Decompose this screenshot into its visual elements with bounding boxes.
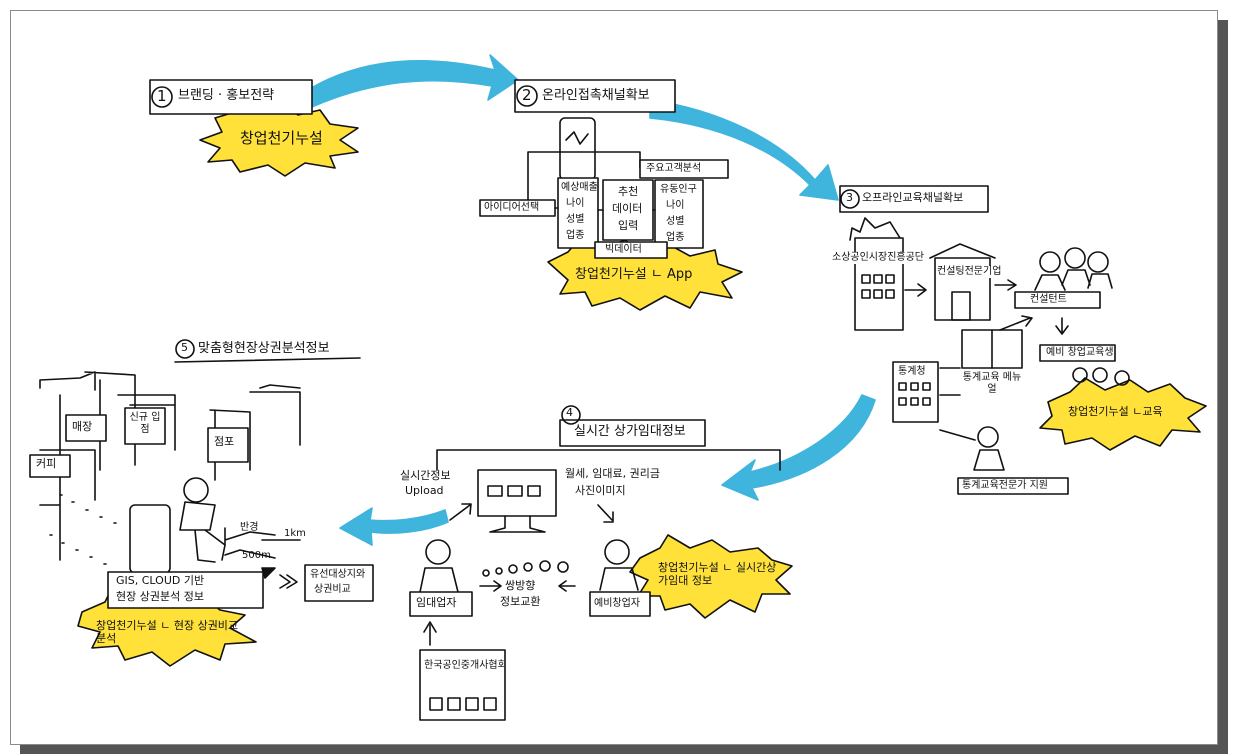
step5-compare-line2: 상권비교 [314, 584, 351, 595]
step2-phone [559, 117, 596, 181]
step2-right-item-4: 업종 [666, 232, 685, 243]
step5-compare-line1: 유선대상지와 [310, 569, 366, 580]
step4-landlord: 임대업자 [416, 596, 457, 609]
step1-burst-label: 창업천기누설 [240, 129, 323, 147]
step4-burst-label: 창업천기누설 ㄴ 실시간상가임대 정보 [658, 561, 777, 587]
step3-course-box [1039, 344, 1116, 362]
step4-number-circle [561, 405, 581, 425]
step5-dist-500m: 500m [242, 550, 271, 561]
step5-shop-2: 신규 입점 [129, 412, 161, 435]
step4-title-box [559, 419, 706, 447]
step2-left-item-4: 업종 [566, 230, 585, 241]
step3-school [892, 361, 939, 423]
step3-org2: 컨설팅전문기업 [937, 266, 1002, 278]
step2-left-list [557, 177, 599, 249]
step4-monitor [477, 469, 557, 517]
step1-number-circle [151, 86, 173, 108]
step5-shop-3: 점포 [214, 435, 235, 448]
step5-radius: 반경 [240, 522, 259, 533]
step5-shop-1: 매장 [72, 420, 93, 433]
step5-burst-label: 창업천기누설 ㄴ 현장 상권비교분석 [96, 619, 239, 645]
step2-bigdata: 빅데이터 [605, 244, 642, 255]
step1-title-box [149, 79, 313, 115]
flow-arrow-2-3 [649, 99, 839, 201]
step4-exchange-line2: 정보교환 [500, 595, 541, 608]
step3-number-circle [840, 189, 860, 209]
step2-left-item-2: 나이 [566, 198, 585, 209]
step4-info-line1: 월세, 임대료, 권리금 [565, 467, 660, 480]
step5-gis-line1: GIS, CLOUD 기반 [116, 574, 205, 587]
step2-title: 온라인접촉채널확보 [542, 88, 650, 103]
step2-bigdata-box [594, 241, 668, 259]
flow-arrow-1-2 [299, 54, 519, 111]
step5-shop-4: 커피 [36, 457, 57, 470]
step3-school: 통계청 [898, 366, 926, 377]
step3-consultant-box [1014, 291, 1101, 309]
step3-expert: 통계교육전문가 지원 [962, 480, 1048, 491]
step2-right-item-1: 유동인구 [660, 184, 697, 195]
step4-association: 한국공인중개사협회 [424, 660, 507, 671]
step3-title-box [839, 185, 989, 213]
step3-consultant: 컨설턴트 [1030, 294, 1067, 305]
step2-right-list [654, 179, 704, 249]
step5-number: 5 [181, 341, 188, 354]
step2-input-box [602, 179, 654, 241]
step2-input-2: 데이터 [612, 202, 643, 215]
step2-left-item-1: 예상매출 [561, 182, 598, 193]
step2-number: 2 [522, 86, 532, 104]
step3-course: 예비 창업교육생 [1046, 347, 1114, 358]
step3-org1: 소상공인시장진흥공단 [832, 252, 924, 264]
step4-upload-line2: Upload [405, 484, 444, 497]
step2-right-item-3: 성별 [666, 216, 685, 227]
step2-right-item-2: 나이 [666, 200, 685, 211]
step4-landlord-box [409, 591, 473, 617]
step4-association [419, 649, 506, 721]
step5-gis-box [107, 571, 264, 609]
burst-step3 [1039, 377, 1207, 451]
step2-number-circle [516, 85, 538, 107]
step5-title: 맞춤형현장상권분석정보 [198, 341, 330, 356]
step4-upload-line1: 실시간정보 [400, 469, 451, 482]
step2-input-3: 입력 [618, 219, 639, 232]
step3-number: 3 [846, 191, 853, 204]
step5-number-circle [175, 339, 195, 359]
step5-dist-1km: 1km [284, 528, 306, 539]
step3-title: 오프라인교육채널확보 [862, 191, 964, 204]
step1-number: 1 [157, 87, 167, 105]
step3-expert-box [957, 477, 1069, 495]
step4-title: 실시간 상가임대정보 [574, 424, 686, 439]
step2-right-header: 주요고객분석 [646, 163, 702, 174]
step4-info-line2: 사진이미지 [575, 484, 626, 497]
step5-gis-line2: 현장 상권분석 정보 [116, 590, 204, 603]
step4-founder-box [589, 591, 651, 617]
step5-title-underline [174, 357, 361, 363]
flow-arrow-3-4 [721, 394, 876, 501]
step4-exchange-line1: 쌍방향 [505, 579, 536, 592]
step5-compare-box [304, 564, 374, 602]
flow-arrow-4-5 [339, 507, 449, 546]
step4-number: 4 [566, 406, 573, 419]
step2-right-header [639, 159, 729, 179]
step3-edu: 통계교육 메뉴얼 [962, 372, 1022, 395]
step5-phone [129, 504, 171, 574]
step2-idea: 아이디어선택 [484, 202, 540, 213]
step2-input-1: 추천 [618, 185, 639, 198]
step4-founder: 예비창업자 [594, 598, 640, 609]
step1-title: 브랜딩 · 홍보전략 [178, 88, 275, 103]
step2-title-box [514, 79, 676, 113]
step2-left-item-3: 성별 [566, 214, 585, 225]
step2-burst-label: 창업천기누설 ㄴ App [575, 267, 693, 282]
step3-burst-label: 창업천기누설 ㄴ교육 [1068, 405, 1163, 418]
